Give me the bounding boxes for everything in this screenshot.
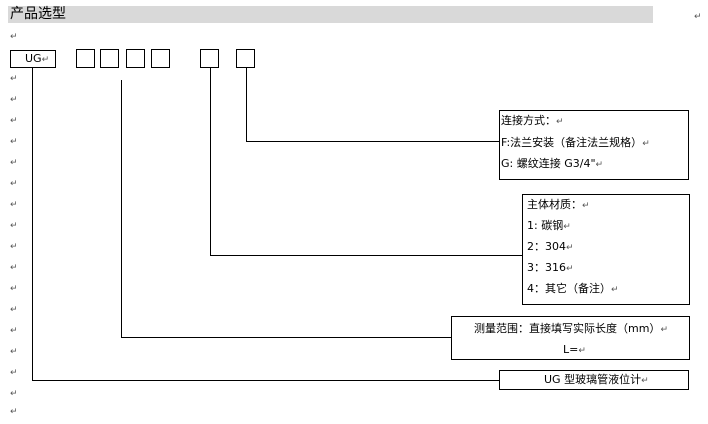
paragraph-mark: ↵ [582, 201, 590, 211]
connection-heading: 连接方式： [501, 114, 556, 127]
connection-method-box: 连接方式：↵ F:法兰安装（备注法兰规格）↵ G: 螺纹连接 G3/4"↵ [499, 110, 689, 180]
material-option-3: 3：316 [527, 261, 566, 274]
connector-material-horizontal [210, 255, 522, 256]
option-box-length-1 [76, 49, 95, 68]
option-box-connection [236, 49, 255, 68]
paragraph-mark: ↵ [566, 264, 574, 274]
paragraph-mark: ↵ [10, 368, 18, 378]
paragraph-mark: ↵ [10, 200, 18, 210]
product-name: UG 型玻璃管液位计 [544, 373, 642, 386]
paragraph-mark: ↵ [10, 74, 18, 84]
paragraph-mark: ↵ [10, 116, 18, 126]
paragraph-mark: ↵ [10, 221, 18, 231]
paragraph-mark: ↵ [10, 263, 18, 273]
paragraph-mark: ↵ [578, 346, 586, 356]
paragraph-mark: ↵ [10, 347, 18, 357]
connector-measure-horizontal [121, 337, 451, 338]
measure-length-field: L= [563, 343, 579, 356]
connection-option-thread: G: 螺纹连接 G3/4" [501, 157, 596, 170]
model-code-box: UG↵ [10, 50, 56, 68]
paragraph-mark: ↵ [10, 32, 18, 42]
paragraph-mark: ↵ [10, 137, 18, 147]
measure-range-box: 测量范围：直接填写实际长度（mm）↵ L=↵ [451, 316, 690, 360]
material-option-1: 1: 碳钢 [527, 219, 564, 232]
paragraph-mark: ↵ [10, 158, 18, 168]
body-material-box: 主体材质：↵ 1: 碳钢↵ 2：304↵ 3：316↵ 4：其它（备注）↵ [522, 194, 690, 305]
material-heading: 主体材质： [527, 198, 582, 211]
paragraph-mark: ↵ [642, 139, 650, 149]
option-box-material [200, 49, 219, 68]
page-title: 产品选型 [10, 6, 66, 22]
paragraph-mark: ↵ [660, 325, 668, 335]
paragraph-mark: ↵ [694, 12, 702, 22]
paragraph-mark: ↵ [10, 284, 18, 294]
connector-material-vertical [210, 68, 211, 256]
paragraph-mark: ↵ [563, 222, 571, 232]
connection-option-flange: F:法兰安装（备注法兰规格） [501, 136, 643, 149]
paragraph-mark: ↵ [10, 242, 18, 252]
material-option-2: 2：304 [527, 240, 566, 253]
paragraph-mark: ↵ [641, 376, 649, 386]
option-box-length-2 [100, 49, 119, 68]
paragraph-mark: ↵ [10, 407, 18, 417]
paragraph-mark: ↵ [611, 285, 619, 295]
measure-instruction: 测量范围：直接填写实际长度（mm） [474, 322, 661, 335]
paragraph-mark: ↵ [10, 305, 18, 315]
connector-product-horizontal [32, 380, 499, 381]
paragraph-mark: ↵ [10, 179, 18, 189]
paragraph-mark: ↵ [566, 243, 574, 253]
title-bar [8, 6, 653, 23]
connector-measure-vertical [121, 80, 122, 338]
model-code-label: UG [25, 52, 42, 65]
option-box-length-4 [151, 49, 170, 68]
product-name-box: UG 型玻璃管液位计↵ [499, 370, 689, 390]
option-box-length-3 [126, 49, 145, 68]
connector-connection-horizontal [246, 141, 500, 142]
paragraph-mark: ↵ [595, 160, 604, 170]
connector-connection-vertical [246, 68, 247, 142]
paragraph-mark: ↵ [10, 389, 18, 399]
paragraph-mark: ↵ [41, 55, 50, 65]
paragraph-mark: ↵ [10, 95, 18, 105]
paragraph-mark: ↵ [556, 117, 564, 127]
connector-product-vertical [32, 68, 33, 381]
material-option-4: 4：其它（备注） [527, 282, 611, 295]
paragraph-mark: ↵ [10, 326, 18, 336]
